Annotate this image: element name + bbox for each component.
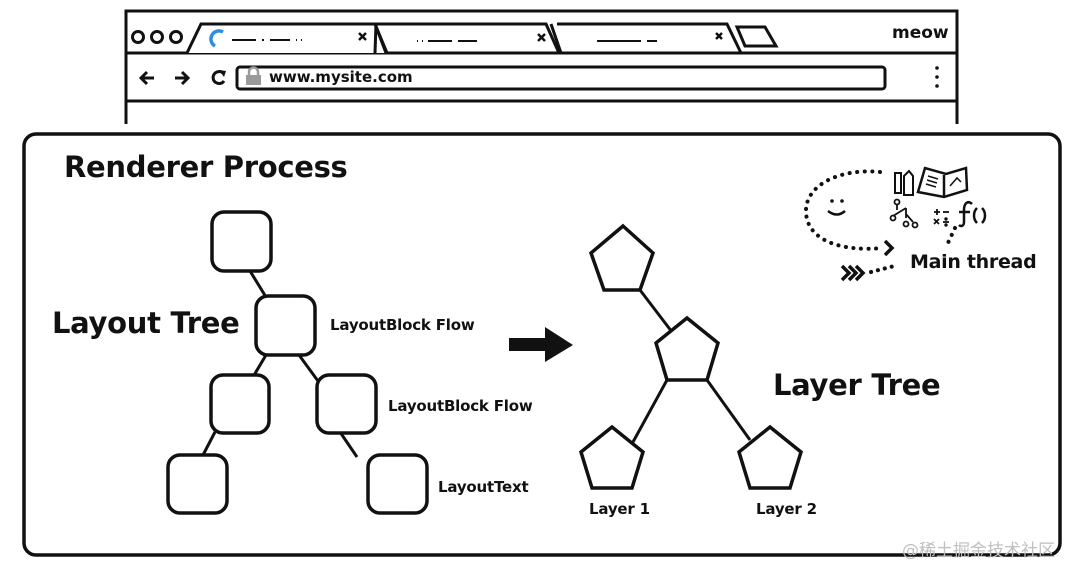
layout-node-label: LayoutBlock Flow bbox=[330, 316, 475, 334]
new-tab-icon[interactable] bbox=[734, 25, 779, 48]
book-icon bbox=[916, 166, 969, 199]
back-icon[interactable] bbox=[138, 70, 154, 86]
kebab-menu-icon[interactable] bbox=[935, 66, 939, 88]
address-bar[interactable] bbox=[235, 65, 887, 91]
reload-icon[interactable] bbox=[211, 70, 226, 86]
renderer-process-title: Renderer Process bbox=[64, 150, 348, 184]
layer-node-label: Layer 2 bbox=[756, 500, 817, 518]
tree-diagram-icon bbox=[889, 198, 919, 229]
layout-node-label: LayoutBlock Flow bbox=[388, 397, 533, 415]
layer-tree-heading: Layer Tree bbox=[773, 368, 941, 402]
layer-node-top bbox=[588, 223, 656, 292]
layout-node-block-flow bbox=[254, 294, 317, 357]
math-operators-icon bbox=[933, 209, 949, 227]
profile-label[interactable]: meow bbox=[892, 23, 949, 43]
arrow-right-icon bbox=[509, 327, 573, 362]
tab-1[interactable] bbox=[185, 22, 388, 54]
layout-node-left bbox=[209, 373, 271, 435]
tab-2[interactable] bbox=[373, 22, 561, 54]
layout-node-leaf-left bbox=[166, 453, 229, 515]
main-thread-label: Main thread bbox=[910, 251, 1037, 273]
function-icon bbox=[958, 201, 987, 228]
watermark: @稀土掘金技术社区 bbox=[902, 541, 1055, 561]
layer-tree-edges bbox=[631, 289, 752, 443]
layout-node-root bbox=[210, 210, 273, 273]
address-text[interactable]: www.mysite.com bbox=[269, 68, 413, 86]
smiley-icon bbox=[827, 199, 846, 216]
forward-icon[interactable] bbox=[175, 70, 191, 86]
chevrons-icon bbox=[840, 264, 866, 282]
layout-node-label: LayoutText bbox=[438, 478, 529, 496]
tab-3[interactable] bbox=[549, 22, 743, 54]
layout-tree-heading: Layout Tree bbox=[52, 306, 240, 340]
layer-node-1 bbox=[578, 424, 646, 490]
loading-spinner-icon bbox=[209, 29, 224, 48]
layer-node-label: Layer 1 bbox=[589, 500, 650, 518]
layer-node-2 bbox=[736, 424, 804, 490]
layout-node-text bbox=[366, 453, 429, 515]
tab-1-close-icon[interactable] bbox=[358, 32, 367, 41]
tab-2-close-icon[interactable] bbox=[537, 33, 546, 42]
layer-node-middle bbox=[653, 315, 721, 382]
layout-node-block-flow-2 bbox=[315, 373, 378, 435]
main-thread-illustration bbox=[803, 166, 987, 282]
lock-icon bbox=[246, 66, 261, 85]
tab-3-close-icon[interactable] bbox=[715, 32, 723, 40]
window-controls-icon[interactable] bbox=[131, 30, 183, 44]
pencil-icon bbox=[894, 169, 914, 196]
